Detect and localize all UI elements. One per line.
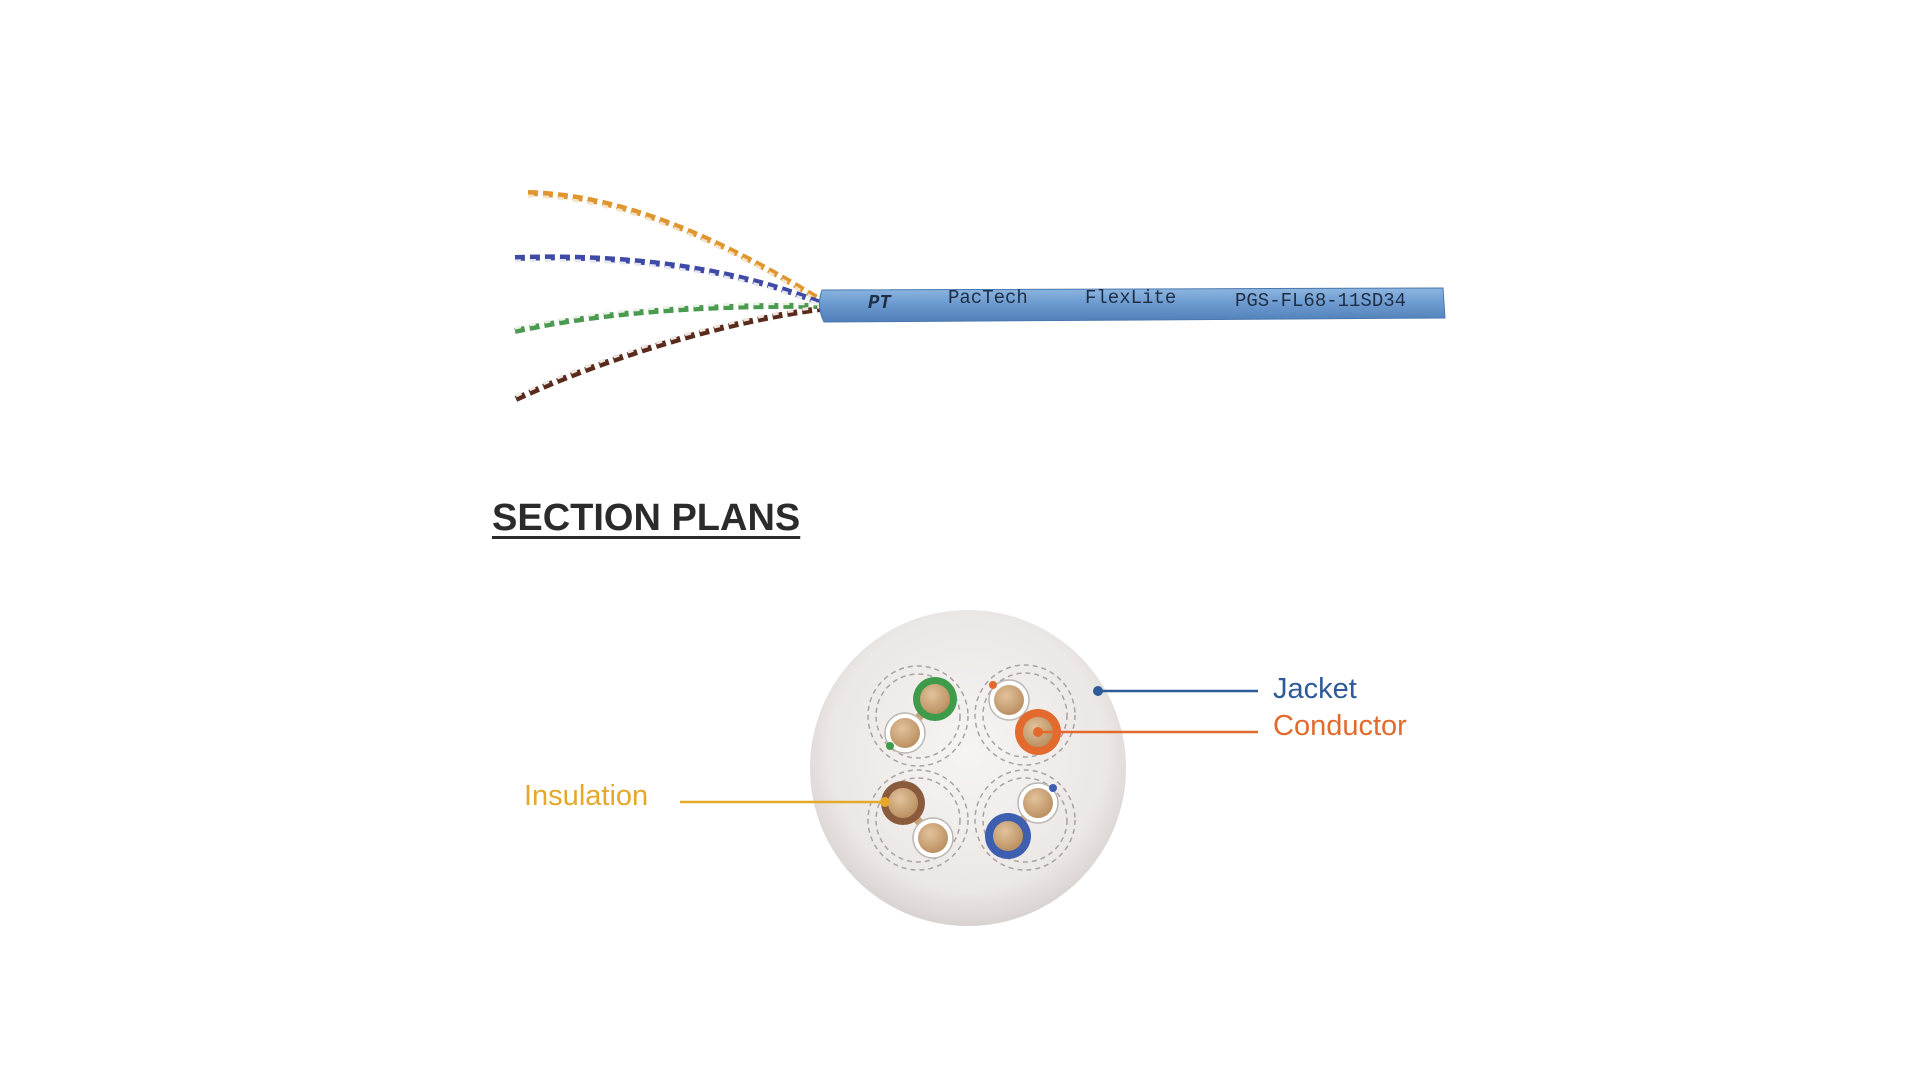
jacket-circle — [810, 610, 1126, 926]
pair-brown — [881, 781, 954, 859]
insulation-label: Insulation — [524, 780, 649, 812]
jacket-label: Jacket — [1273, 673, 1357, 705]
conductor-label: Conductor — [1273, 710, 1407, 742]
pair-orange — [988, 679, 1061, 755]
pair-blue — [985, 782, 1059, 859]
orange-pair — [527, 190, 822, 303]
blue-pair — [514, 254, 822, 306]
conductor-leader — [1033, 727, 1258, 737]
cable-jacket — [818, 287, 1446, 323]
section-title: SECTION PLANS — [492, 497, 801, 539]
green-pair — [514, 302, 821, 334]
insulation-leader — [680, 797, 890, 807]
twisted-pairs — [514, 190, 822, 402]
jacket-print-brand: PacTech — [948, 287, 1028, 309]
jacket-print-logo: PT — [868, 292, 892, 314]
jacket-print-part-number: PGS-FL68-11SD34 — [1235, 290, 1406, 312]
brown-pair — [514, 306, 821, 402]
jacket-leader — [1093, 686, 1258, 696]
pair-green — [884, 677, 957, 754]
cable-cross-section — [810, 610, 1126, 926]
jacket-print-product: FlexLite — [1085, 287, 1176, 309]
